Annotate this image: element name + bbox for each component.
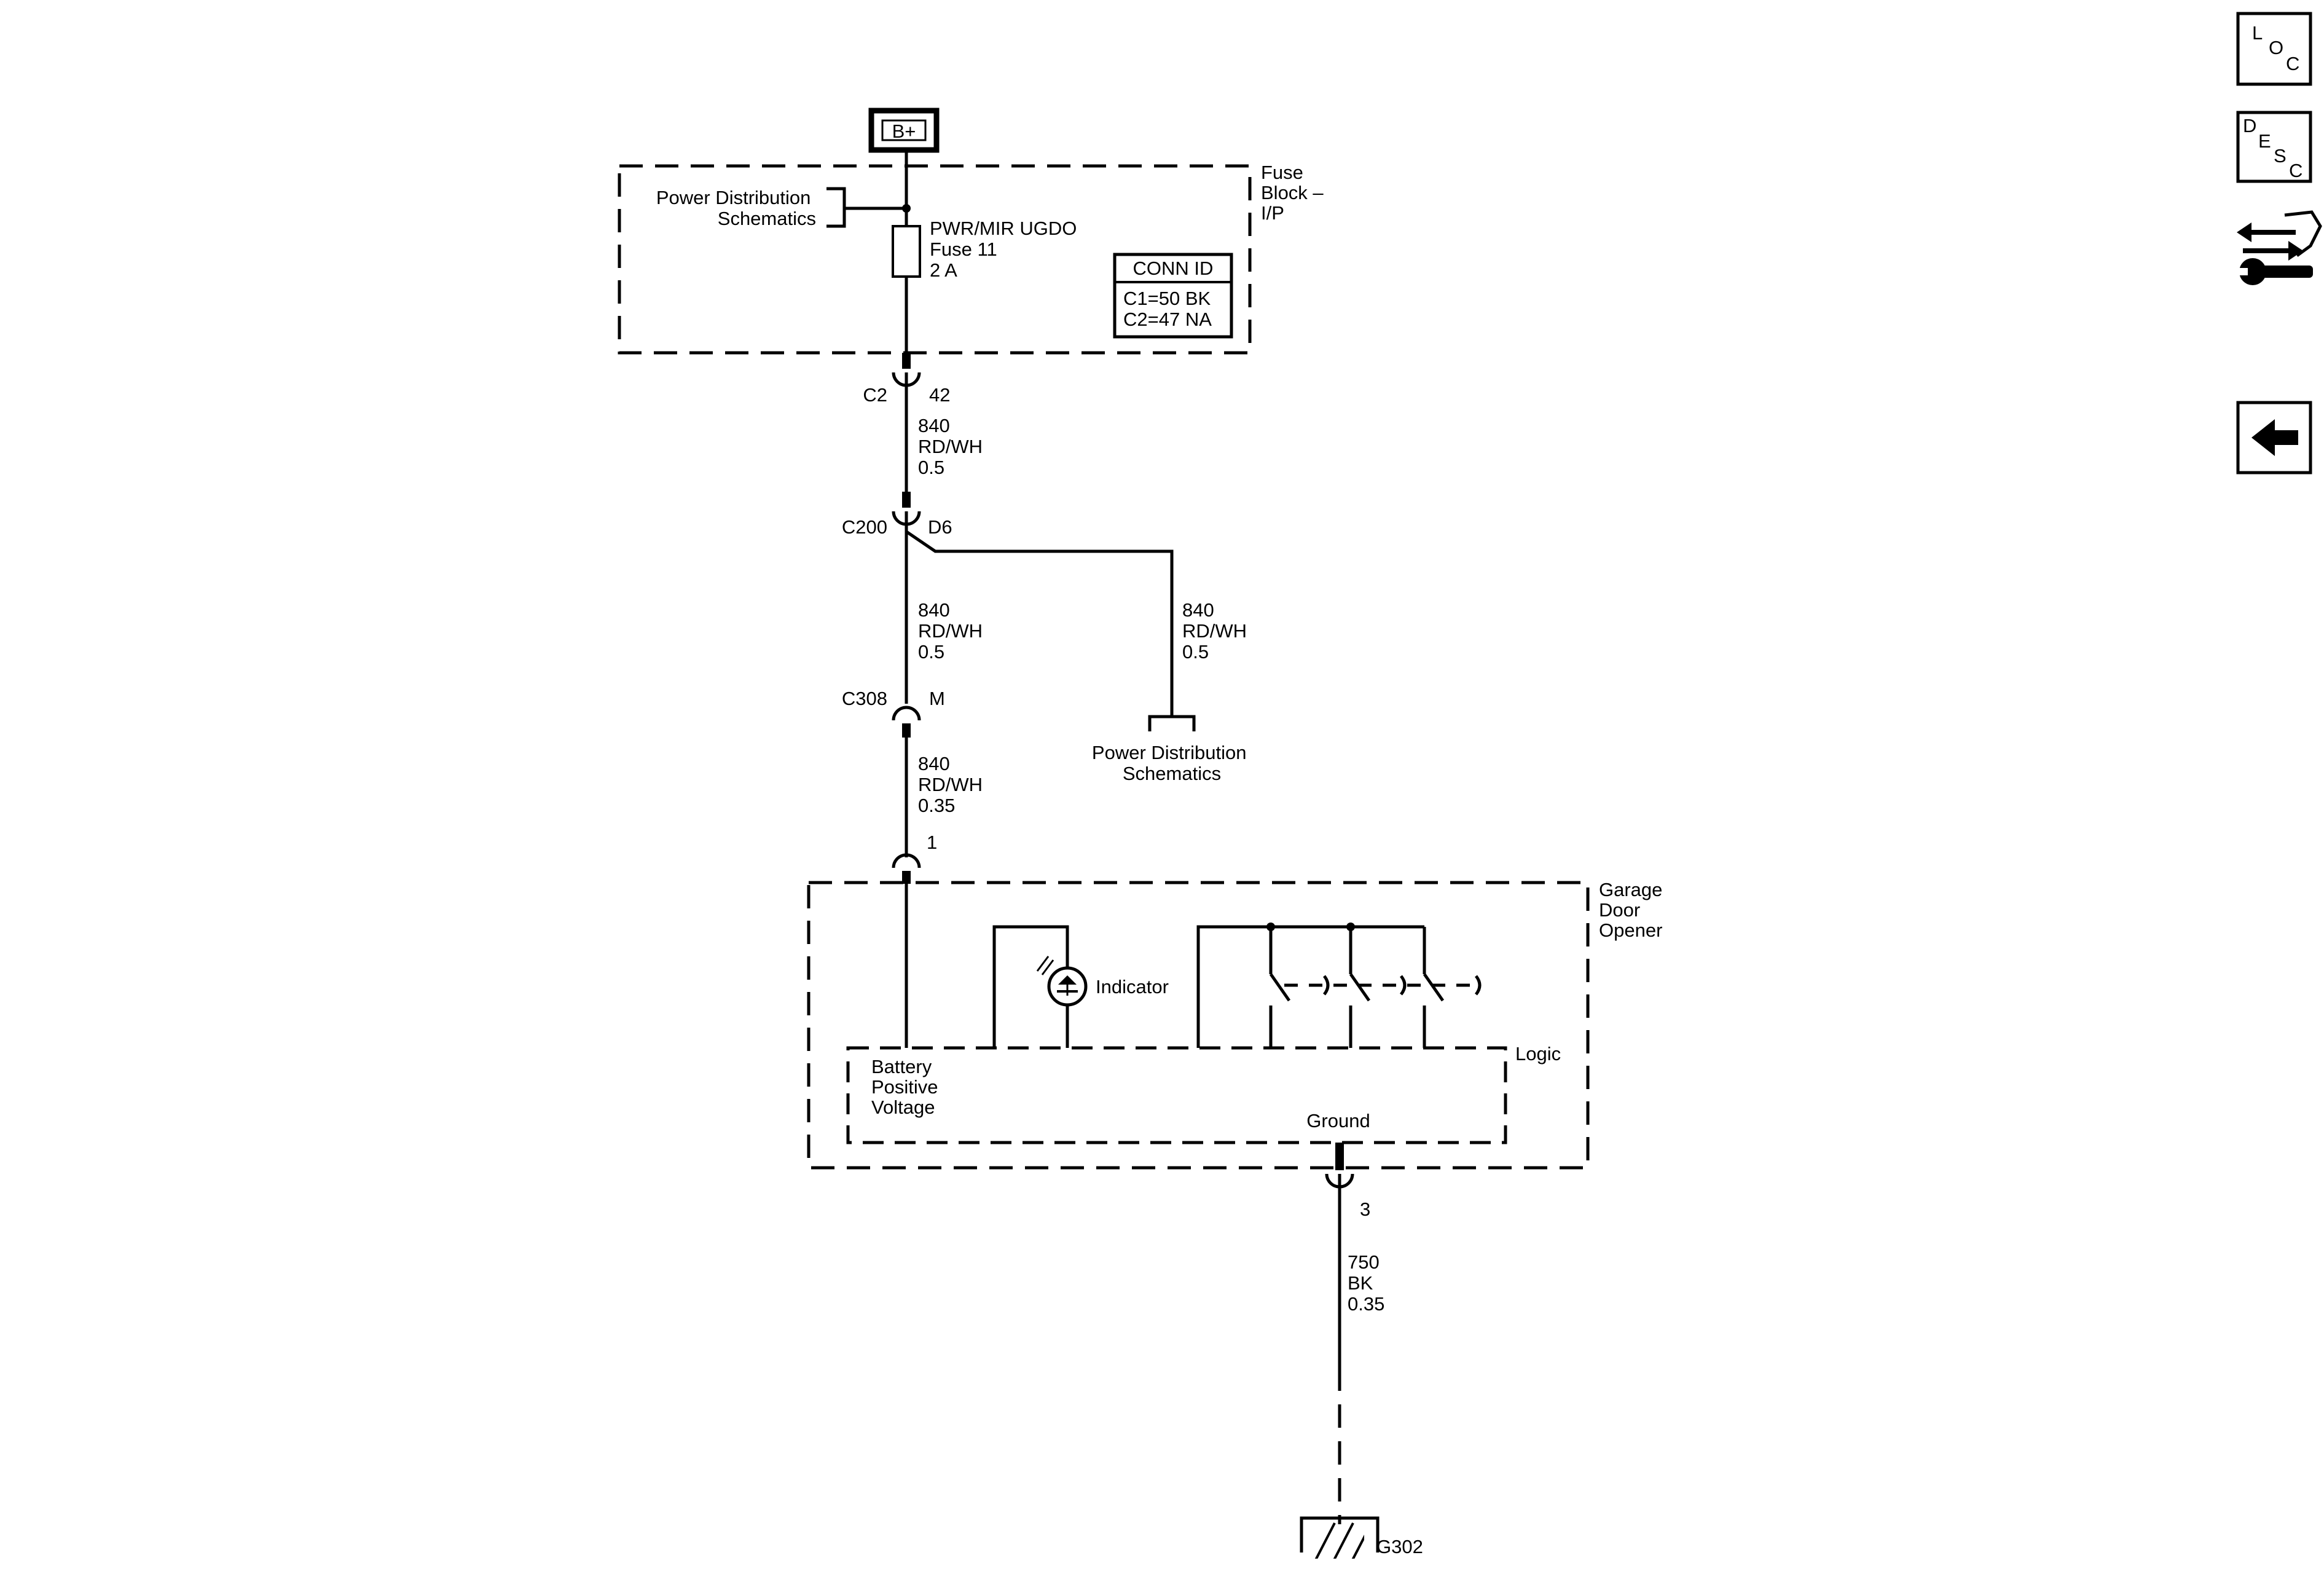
conn-id-values: C1=50 BK C2=47 NA — [1123, 288, 1216, 330]
c308-name: C308 — [842, 688, 887, 709]
back-button[interactable] — [2236, 401, 2312, 474]
svg-text:L: L — [2252, 22, 2263, 44]
fuse-block-outline — [618, 164, 1252, 355]
fuse-block-name: Fuse Block – I/P — [1261, 162, 1329, 224]
logic-block-outline — [846, 1046, 1507, 1144]
c200-pin: D6 — [928, 516, 952, 538]
opener-connector-pin-1 — [892, 853, 921, 884]
svg-text:D: D — [2243, 115, 2256, 136]
svg-text:S: S — [2274, 145, 2287, 167]
connector-c200 — [905, 511, 1196, 731]
wire-branch-label: 840 RD/WH 0.5 — [1182, 599, 1252, 663]
indicator-circuit — [992, 925, 1088, 1048]
svg-text:C: C — [2286, 53, 2299, 74]
fuse-11-symbol — [892, 225, 921, 278]
wire-seg2-label: 840 RD/WH 0.5 — [918, 599, 988, 663]
switch-bank — [1196, 923, 1482, 1048]
g302-label: G302 — [1376, 1536, 1423, 1557]
conn-id-box — [1113, 253, 1233, 339]
connector-c308 — [892, 706, 921, 857]
pds-bracket-top — [826, 187, 906, 228]
svg-text:E: E — [2258, 130, 2271, 152]
wire-seg1-label: 840 RD/WH 0.5 — [918, 415, 988, 478]
battery-positive-source — [868, 108, 940, 153]
opener-pin-3-label: 3 — [1360, 1198, 1370, 1220]
desc-button[interactable]: D E S C — [2236, 111, 2312, 183]
svg-text:O: O — [2269, 37, 2283, 58]
wire-seg3-label: 840 RD/WH 0.35 — [918, 753, 988, 816]
pds-bracket-branch — [1148, 715, 1196, 731]
svg-text:C: C — [2289, 160, 2302, 181]
ground-pin-label: Ground — [1306, 1110, 1370, 1131]
connector-tool-icon[interactable] — [2237, 210, 2322, 285]
fuse-11-label: PWR/MIR UGDO Fuse 11 2 A — [930, 218, 1082, 281]
battery-positive-voltage-label: Battery Positive Voltage — [871, 1056, 943, 1118]
c2-pin: 42 — [929, 384, 950, 406]
opener-connector-pin-3 — [1325, 1143, 1354, 1524]
c200-name: C200 — [842, 516, 887, 538]
back-arrow-icon — [2251, 419, 2298, 456]
pds-label-branch[interactable]: Power Distribution Schematics — [1092, 742, 1252, 784]
ground-symbol-g302 — [1300, 1516, 1380, 1559]
c308-pin: M — [929, 688, 945, 709]
logic-label: Logic — [1515, 1043, 1561, 1065]
conn-id-title: CONN ID — [1133, 258, 1214, 279]
b-plus-label: B+ — [892, 120, 916, 142]
opener-pin-1-label: 1 — [927, 832, 937, 853]
c2-name: C2 — [863, 384, 887, 406]
indicator-label: Indicator — [1096, 976, 1169, 998]
pds-label-top[interactable]: Power Distribution Schematics — [656, 187, 816, 229]
wire-ground-label: 750 BK 0.35 — [1348, 1251, 1384, 1315]
garage-door-opener-name: Garage Door Opener — [1599, 879, 1668, 941]
loc-button[interactable]: L O C — [2236, 12, 2312, 86]
